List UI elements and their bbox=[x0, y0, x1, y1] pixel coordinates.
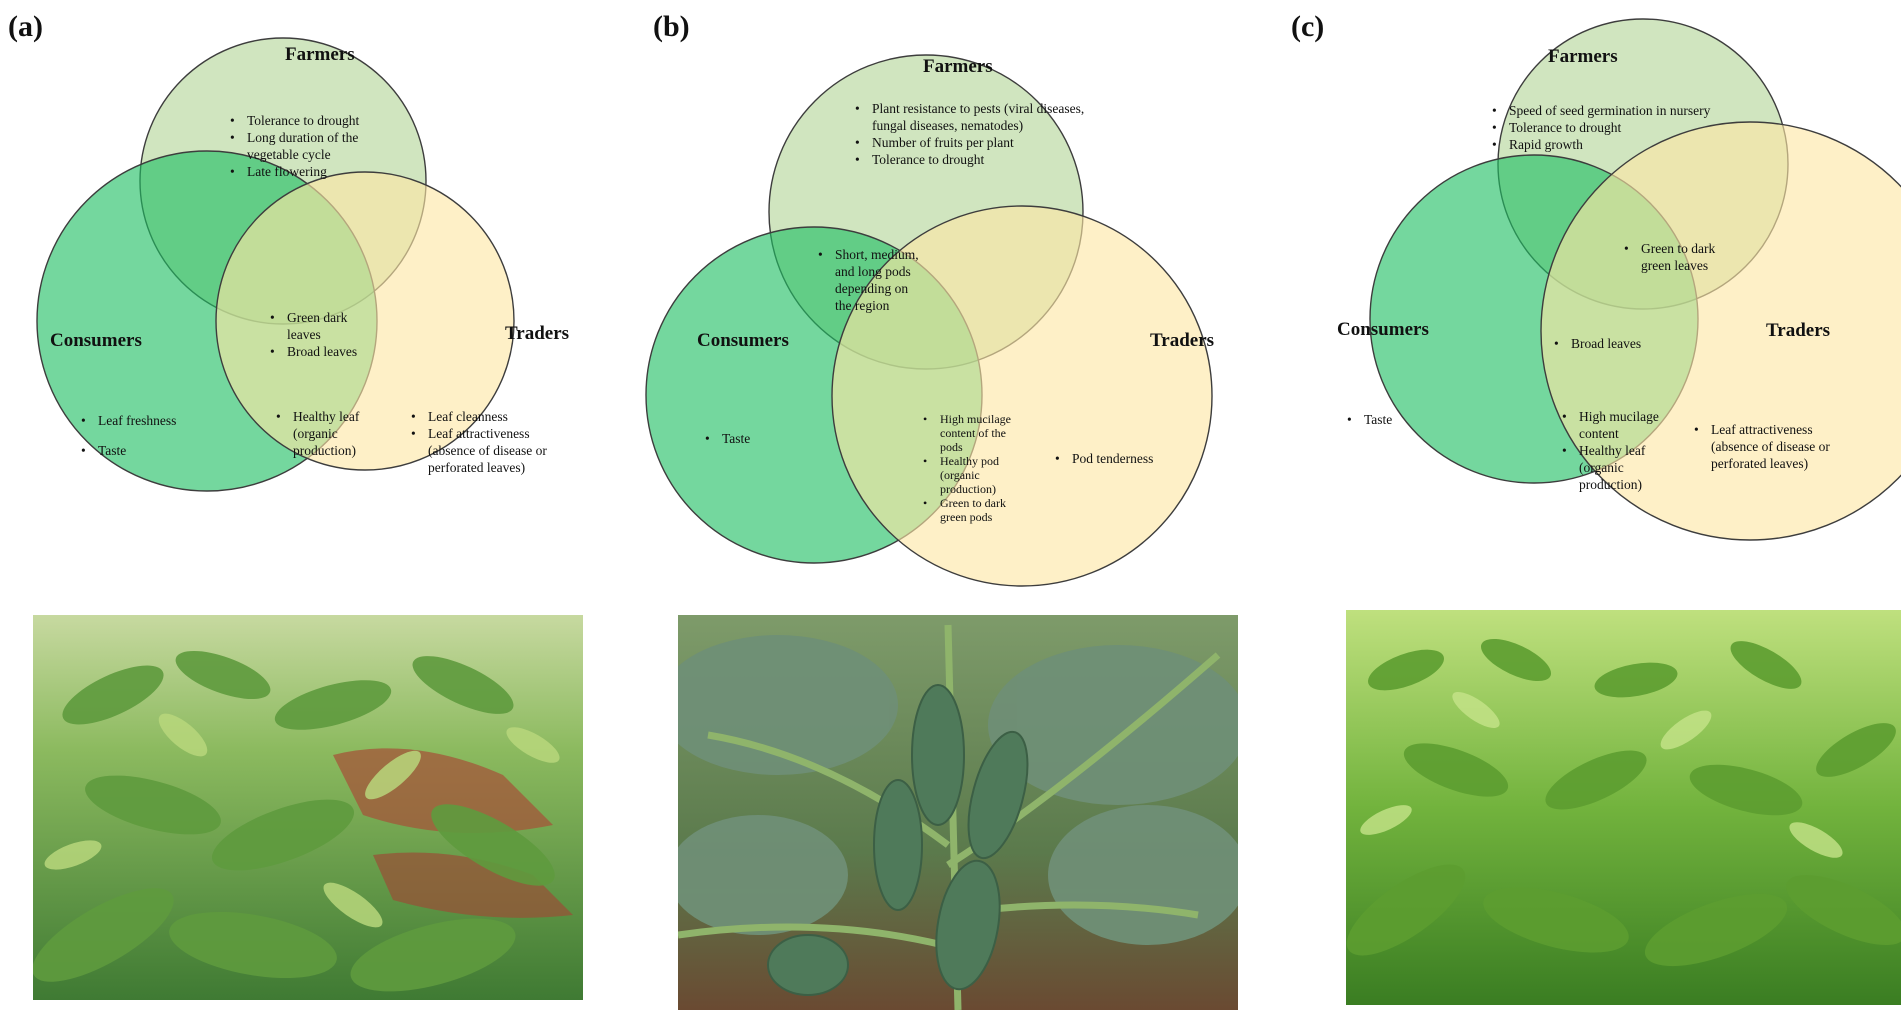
consumer-trader-list: High mucilage content Healthy leaf (orga… bbox=[1559, 408, 1669, 493]
farmers-title: Farmers bbox=[1548, 46, 1618, 67]
list-item: High mucilage content of the pods bbox=[920, 412, 1020, 454]
list-item: Short, medium, and long pods depending o… bbox=[815, 246, 920, 314]
farmers-title: Farmers bbox=[285, 44, 355, 65]
traders-title: Traders bbox=[505, 323, 570, 344]
list-item: Pod tenderness bbox=[1052, 450, 1202, 467]
farmer-consumer-list: Short, medium, and long pods depending o… bbox=[815, 246, 920, 314]
list-item: Taste bbox=[702, 430, 802, 447]
list-item: Green to dark green pods bbox=[920, 496, 1020, 524]
consumers-title: Consumers bbox=[1337, 319, 1429, 340]
consumers-list: Taste bbox=[1344, 411, 1444, 428]
panel-b: (b) Farmers Consumers Traders Plant resi… bbox=[645, 0, 1270, 1010]
list-item: Healthy pod (organic production) bbox=[920, 454, 1020, 496]
list-item: Tolerance to drought bbox=[852, 151, 1087, 168]
traders-list: Leaf cleanness Leaf attractiveness (abse… bbox=[408, 408, 573, 476]
farmers-list: Speed of seed germination in nursery Tol… bbox=[1489, 102, 1729, 153]
farmers-title: Farmers bbox=[923, 56, 993, 77]
list-item: Taste bbox=[78, 436, 218, 466]
list-item: High mucilage content bbox=[1559, 408, 1669, 442]
list-item: Tolerance to drought bbox=[1489, 119, 1729, 136]
list-item: Leaf attractiveness (absence of disease … bbox=[408, 425, 573, 476]
list-item: Healthy leaf (organic production) bbox=[273, 408, 388, 459]
list-item: Broad leaves bbox=[267, 343, 387, 360]
list-item: Leaf attractiveness (absence of disease … bbox=[1691, 421, 1851, 472]
list-item: Rapid growth bbox=[1489, 136, 1729, 153]
list-item: Taste bbox=[1344, 411, 1444, 428]
okra-photo bbox=[678, 615, 1238, 1010]
amaranth-photo bbox=[33, 615, 583, 1000]
list-item: Green dark leaves bbox=[267, 309, 362, 343]
list-item: Long duration of the vegetable cycle bbox=[227, 129, 402, 163]
list-item: Plant resistance to pests (viral disease… bbox=[852, 100, 1087, 134]
consumers-list: Taste bbox=[702, 430, 802, 447]
traders-title: Traders bbox=[1766, 320, 1831, 341]
panel-a: (a) Farmers Consumers Traders Tolerance … bbox=[0, 0, 620, 1010]
farmers-list: Plant resistance to pests (viral disease… bbox=[852, 100, 1087, 168]
panel-c: (c) Farmers Consumers Traders Speed of s… bbox=[1281, 0, 1901, 1010]
consumer-trader-list: Healthy leaf (organic production) bbox=[273, 408, 388, 459]
traders-title: Traders bbox=[1150, 330, 1215, 351]
list-item: Leaf cleanness bbox=[408, 408, 573, 425]
venn-diagram bbox=[36, 37, 515, 492]
traders-list: Pod tenderness bbox=[1052, 450, 1202, 467]
list-item: Broad leaves bbox=[1551, 335, 1661, 352]
consumers-title: Consumers bbox=[50, 330, 142, 351]
farmer-trader-list: Green to dark green leaves bbox=[1621, 240, 1726, 274]
consumers-title: Consumers bbox=[697, 330, 789, 351]
panel-label: (b) bbox=[653, 10, 690, 43]
list-item: Green to dark green leaves bbox=[1621, 240, 1726, 274]
farmers-list: Tolerance to drought Long duration of th… bbox=[227, 112, 402, 180]
traders-list: Leaf attractiveness (absence of disease … bbox=[1691, 421, 1851, 472]
list-item: Leaf freshness bbox=[78, 406, 218, 436]
panel-label: (a) bbox=[8, 10, 43, 43]
list-item: Number of fruits per plant bbox=[852, 134, 1087, 151]
list-item: Healthy leaf (organic production) bbox=[1559, 442, 1669, 493]
panel-label: (c) bbox=[1291, 10, 1325, 43]
center-list: Broad leaves bbox=[1551, 335, 1661, 352]
center-list: Green dark leaves Broad leaves bbox=[267, 309, 387, 360]
list-item: Late flowering bbox=[227, 163, 402, 180]
consumers-list: Leaf freshness Taste bbox=[78, 406, 218, 466]
consumer-trader-list: High mucilage content of the pods Health… bbox=[920, 412, 1020, 524]
list-item: Speed of seed germination in nursery bbox=[1489, 102, 1729, 119]
list-item: Tolerance to drought bbox=[227, 112, 402, 129]
jute-mallow-photo bbox=[1346, 610, 1901, 1005]
